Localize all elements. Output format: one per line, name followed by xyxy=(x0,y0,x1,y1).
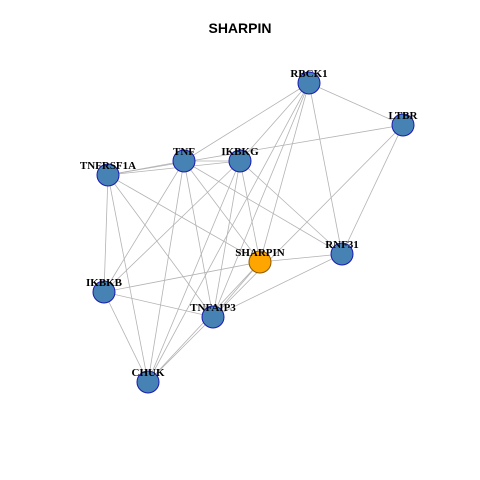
edge-rbck1-chuk xyxy=(147,82,310,383)
edge-ikbkg-sharpin xyxy=(239,160,261,263)
edge-ikbkb-tnfaip3 xyxy=(103,291,214,318)
node-tnf xyxy=(172,149,196,173)
edge-tnf-chuk xyxy=(147,160,185,383)
edge-ltbr-rnf31 xyxy=(341,124,404,255)
edge-rbck1-rnf31 xyxy=(308,82,343,255)
edge-rbck1-tnfaip3 xyxy=(212,82,310,318)
node-ltbr xyxy=(391,113,415,137)
edge-sharpin-rnf31 xyxy=(259,253,343,263)
node-ikbkg xyxy=(228,149,252,173)
node-label-ltbr: LTBR xyxy=(389,110,419,122)
edge-tnfrsf1a-sharpin xyxy=(107,174,261,263)
edge-ikbkg-chuk xyxy=(147,160,241,383)
node-label-tnfaip3: TNFAIP3 xyxy=(190,302,236,314)
node-rnf31 xyxy=(330,242,354,266)
edge-tnfrsf1a-ikbkb xyxy=(103,174,109,293)
edge-ikbkg-rnf31 xyxy=(239,160,343,255)
node-chuk xyxy=(136,370,160,394)
edge-ltbr-tnfaip3 xyxy=(212,124,404,318)
node-label-tnf: TNF xyxy=(173,146,195,158)
node-label-sharpin: SHARPIN xyxy=(235,247,285,259)
edge-tnf-ikbkb xyxy=(103,160,185,293)
node-label-tnfrsf1a: TNFRSF1A xyxy=(80,160,136,172)
edge-tnf-tnfaip3 xyxy=(183,160,214,318)
node-label-rbck1: RBCK1 xyxy=(290,68,327,80)
node-label-ikbkb: IKBKB xyxy=(86,277,123,289)
node-label-ikbkg: IKBKG xyxy=(221,146,259,158)
edge-sharpin-tnfaip3 xyxy=(212,261,261,318)
nodes-layer xyxy=(92,71,415,394)
edge-ikbkb-chuk xyxy=(103,291,149,383)
edge-tnfaip3-chuk xyxy=(147,316,214,383)
node-ikbkb xyxy=(92,280,116,304)
node-label-rnf31: RNF31 xyxy=(325,239,359,251)
edge-tnfrsf1a-tnfaip3 xyxy=(107,174,214,318)
node-tnfrsf1a xyxy=(96,163,120,187)
edge-sharpin-ikbkb xyxy=(103,261,261,293)
edge-rnf31-tnfaip3 xyxy=(212,253,343,318)
edge-rbck1-tnf xyxy=(183,82,310,162)
edge-tnf-rnf31 xyxy=(183,160,343,255)
edge-rbck1-sharpin xyxy=(259,82,310,263)
edge-ltbr-tnfrsf1a xyxy=(107,124,404,176)
node-rbck1 xyxy=(297,71,321,95)
edge-tnfrsf1a-chuk xyxy=(107,174,149,383)
graph-title: SHARPIN xyxy=(208,20,272,36)
edge-rbck1-ikbkg xyxy=(239,82,310,162)
edge-tnf-sharpin xyxy=(183,160,261,263)
edge-tnfrsf1a-tnf xyxy=(107,160,185,176)
edge-rbck1-ltbr xyxy=(308,82,404,126)
edge-ikbkg-tnfaip3 xyxy=(212,160,241,318)
edge-ikbkg-ikbkb xyxy=(103,160,241,293)
node-label-chuk: CHUK xyxy=(132,367,165,379)
node-tnfaip3 xyxy=(201,305,225,329)
edges-layer xyxy=(103,82,404,383)
node-sharpin xyxy=(248,250,272,274)
edge-tnfrsf1a-ikbkg xyxy=(107,160,241,176)
